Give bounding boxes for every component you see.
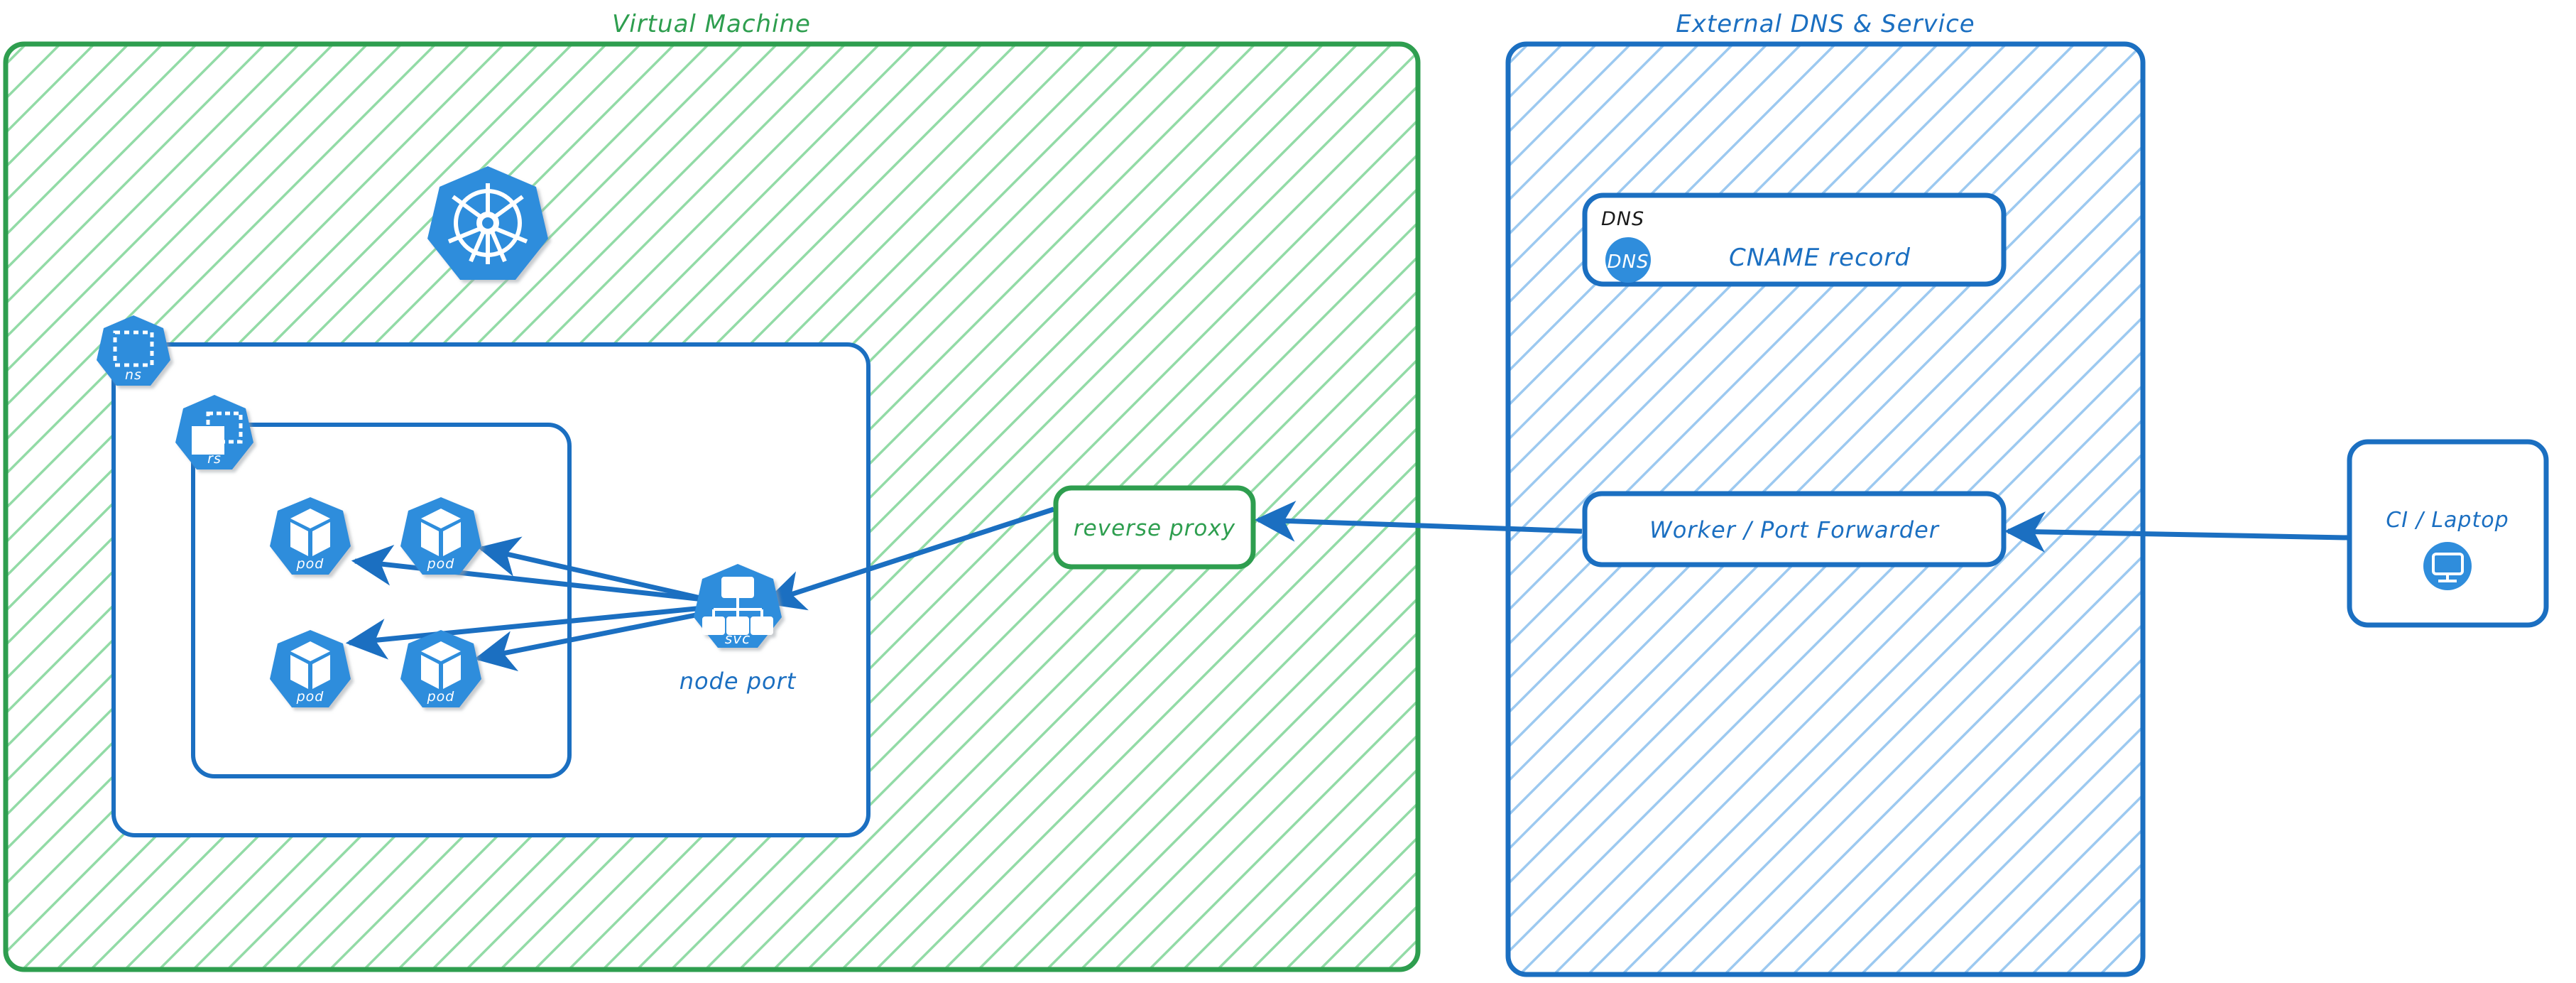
pod-label: pod: [427, 556, 455, 572]
pod-heptagon: [400, 497, 481, 575]
node-port-caption: node port: [680, 668, 797, 695]
virtual-machine-panel-title: Virtual Machine: [612, 10, 811, 38]
dns-card-tag: DNS: [1601, 208, 1644, 230]
pod-bottom-left: pod: [270, 630, 351, 707]
ci-laptop-label: CI / Laptop: [2386, 508, 2509, 533]
kubernetes-logo-heptagon: [427, 166, 548, 280]
kubernetes-helm-icon: [447, 183, 528, 264]
arrow-svc-to-pod-top-right: [477, 536, 711, 603]
pod-label: pod: [427, 689, 455, 705]
dns-icon-text: DNS: [1608, 251, 1649, 273]
arrow-svc-to-pod-top-left: [351, 545, 711, 603]
pod-label: pod: [296, 556, 324, 572]
arrow-worker-to-reverse-proxy: [1254, 500, 1583, 542]
kubernetes-logo: [427, 166, 548, 280]
cname-record-label: CNAME record: [1729, 244, 1911, 272]
ci-laptop-card[interactable]: CI / Laptop: [2347, 439, 2549, 628]
pod-cube-icon: [290, 509, 330, 556]
reverse-proxy-box[interactable]: [1053, 485, 1256, 570]
pod-cube-icon: [421, 509, 461, 556]
dns-cname-card[interactable]: DNS DNS CNAME record: [1582, 192, 2007, 287]
service-icon-label: svc: [725, 630, 751, 647]
service-icon: svc: [694, 564, 782, 648]
service-tree-icon: [702, 577, 773, 635]
pod-top-left: pod: [270, 497, 351, 575]
pod-cube-icon: [421, 641, 461, 689]
pod-bottom-right: pod: [400, 630, 481, 707]
worker-card-label: Worker / Port Forwarder: [1649, 516, 1940, 543]
arrow-svc-to-pod-bottom-right: [474, 609, 711, 672]
replicaset-icon-label: rs: [207, 451, 222, 467]
reverse-proxy-label: reverse proxy: [1074, 516, 1235, 541]
dns-card-box[interactable]: [1582, 192, 2007, 287]
dns-circle-icon: [1605, 237, 1651, 283]
pod-heptagon: [400, 630, 481, 707]
namespace-icon-label: ns: [125, 367, 142, 383]
external-panel-title: External DNS & Service: [1676, 10, 1975, 38]
arrow-svc-to-pod-bottom-left: [345, 604, 711, 660]
replicaset-icon: rs: [175, 395, 253, 469]
reverse-proxy-node[interactable]: reverse proxy: [1053, 485, 1256, 570]
arrow-ci-laptop-to-worker: [2004, 511, 2348, 553]
pod-heptagon: [270, 630, 351, 707]
pod-cube-icon: [290, 641, 330, 689]
namespace-dashed-square: [113, 330, 154, 367]
desktop-monitor-icon: [2423, 542, 2472, 590]
replicaset-solid-rect: [192, 426, 224, 455]
worker-card-box[interactable]: [1582, 491, 2007, 567]
pod-label: pod: [296, 689, 324, 705]
namespace-icon: ns: [97, 315, 170, 386]
ci-laptop-box[interactable]: [2347, 439, 2549, 628]
worker-port-forwarder-card[interactable]: Worker / Port Forwarder: [1582, 491, 2007, 567]
pod-heptagon: [270, 497, 351, 575]
pod-top-right: pod: [400, 497, 481, 575]
arrow-reverse-proxy-to-service: [763, 506, 1055, 611]
service-to-pod-arrows: [345, 536, 711, 672]
replicaset-box: [191, 423, 572, 778]
